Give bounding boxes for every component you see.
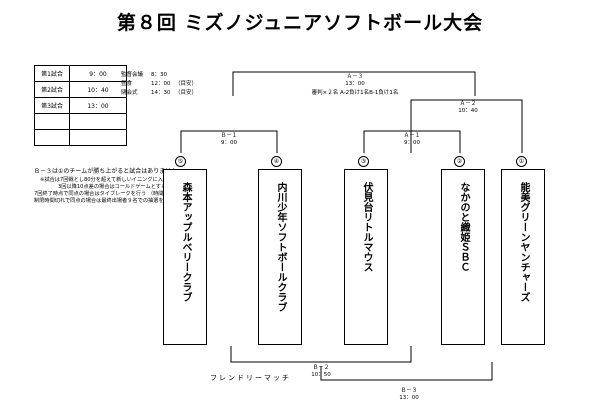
bracket-line-b2 (230, 346, 412, 363)
team-box: なかのと織姫ＳＢＣ (441, 169, 485, 345)
team-name: 伏見台リトルマウス (361, 182, 372, 272)
game-a1-name: Ａ－１ (403, 133, 421, 139)
seed-number: ④ (271, 156, 282, 167)
bracket-line-b1 (180, 130, 278, 153)
schedule-row: 第3試合 13：00 (34, 97, 127, 114)
game-b2-time: 10：50 (311, 372, 331, 378)
game-b2-name: Ｂ－２ (312, 365, 330, 371)
seed-number: ② (454, 156, 465, 167)
page-title: 第８回 ミズノジュニアソフトボール大会 (116, 12, 484, 34)
rule-note: 7回終了時点で同点の場合はタイブレークを行う （時間内） (34, 191, 174, 197)
seed-number: ③ (358, 156, 369, 167)
rule-note: 制限時間切れで同点の場合は最終出場者９名での抽選を行う。 (34, 198, 179, 204)
team-box: 伏見台リトルマウス (344, 169, 388, 345)
game-a3-name: Ａ－３ (346, 74, 364, 80)
meeting-info: 監督会議 8：30 (121, 71, 167, 79)
schedule-time (69, 129, 127, 146)
lunch-info: 昼食 12：00 （目安） (121, 80, 197, 88)
team-name: なかのと織姫ＳＢＣ (458, 182, 469, 272)
team-box: 森本アップルベリークラブ (163, 169, 207, 345)
schedule-table: 第1試合 9：00 第2試合 10：40 第3試合 13：00 (34, 65, 127, 146)
bracket-line-a2 (410, 99, 523, 153)
closing-info: 閉会式 14：30 （目安） (121, 89, 197, 97)
schedule-row (34, 129, 127, 146)
game-a2-name: Ａ－２ (459, 101, 477, 107)
seed-number: ⑤ (175, 156, 186, 167)
game-a3-time: 13：00 (345, 81, 365, 87)
closing-time: 14：30 (151, 90, 171, 96)
game-b3-time: 13：00 (399, 395, 419, 401)
closing-label: 閉会式 (121, 90, 138, 96)
game-b3: Ｂ－３ 13：00 (389, 388, 429, 402)
game-a2-time: 10：40 (458, 108, 478, 114)
rule-note: ※試合は7回戦とし80分を超えて新しいイニングに入らない。 (40, 177, 184, 183)
game-b3-name: Ｂ－３ (400, 388, 418, 394)
seed-number: ① (516, 156, 527, 167)
team-box: 内川少年ソフトボールクラブ (258, 169, 302, 345)
game-b1-time: 9：00 (221, 140, 237, 146)
game-b2: Ｂ－２ 10：50 (301, 365, 341, 379)
game-a1: Ａ－１ 9：00 (392, 133, 432, 147)
game-a1-time: 9：00 (404, 140, 420, 146)
friendly-match-label: フレンドリーマッチ (210, 374, 291, 382)
team-name: 能美グリーンヤンチャーズ (518, 182, 529, 302)
team-box: 能美グリーンヤンチャーズ (501, 169, 545, 345)
game-b1-name: Ｂ－１ (220, 133, 238, 139)
game-b1: Ｂ－１ 9：00 (209, 133, 249, 147)
game-a3-note: 審判×２名 A-2負け1名B-1負け1名 (311, 90, 399, 96)
lunch-label: 昼食 (121, 81, 133, 87)
bracket-line-a3 (232, 71, 476, 96)
lunch-note: （目安） (175, 81, 198, 87)
bracket-line-b3 (320, 362, 493, 381)
game-a2: Ａ－２ 10：40 (448, 101, 488, 115)
game-a3: Ａ－３ 13：00 (325, 74, 385, 88)
schedule-row: 第1試合 9：00 (34, 65, 127, 82)
meeting-time: 8：30 (151, 72, 167, 78)
closing-note: （目安） (175, 90, 198, 96)
meeting-label: 監督会議 (121, 72, 144, 78)
lunch-time: 12：00 (151, 81, 171, 87)
schedule-row (34, 113, 127, 130)
notes-heading: Ｂ－３は①のチームが勝ち上がると試合はありません。 (34, 168, 184, 175)
team-name: 森本アップルベリークラブ (180, 182, 191, 302)
bracket-line-a1 (363, 130, 461, 153)
team-name: 内川少年ソフトボールクラブ (275, 182, 286, 312)
rule-note: 3回以降10点差の場合はコールドゲームとする。 (58, 184, 172, 190)
